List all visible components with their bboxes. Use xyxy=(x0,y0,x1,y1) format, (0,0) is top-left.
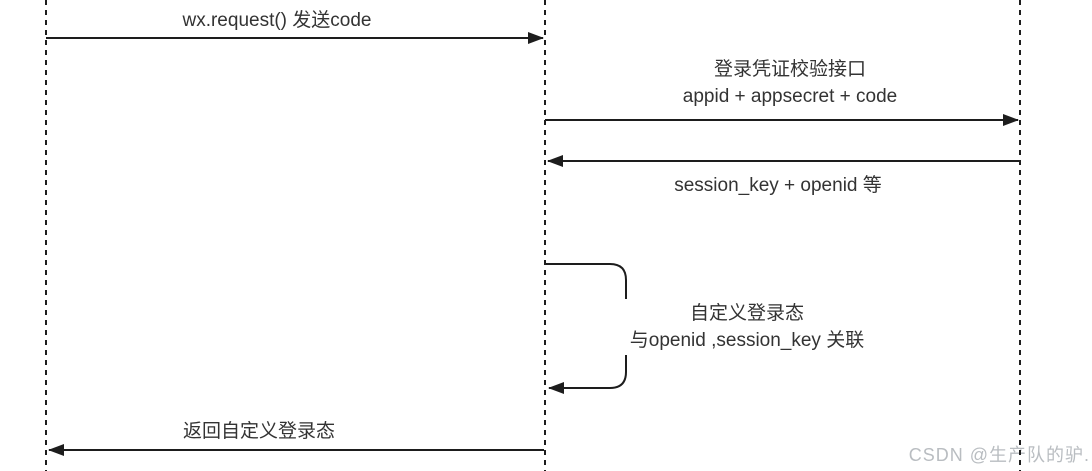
message-text: wx.request() 发送code xyxy=(182,10,372,31)
lifeline-left xyxy=(45,0,47,471)
message-text-line1: 自定义登录态 xyxy=(689,303,804,324)
message-text-line2: 与openid ,session_key 关联 xyxy=(629,330,865,351)
message-label-return-login-state: 返回自定义登录态 xyxy=(109,418,409,445)
lifeline-middle xyxy=(544,0,546,471)
message-label-send-code: wx.request() 发送code xyxy=(127,7,427,34)
message-text-line1: 登录凭证校验接口 xyxy=(713,59,866,80)
message-label-credential-check: 登录凭证校验接口 appid + appsecret + code xyxy=(640,56,940,110)
message-text: 返回自定义登录态 xyxy=(182,421,335,442)
message-label-custom-login-state: 自定义登录态 与openid ,session_key 关联 xyxy=(572,299,922,355)
message-text: session_key + openid 等 xyxy=(674,175,882,196)
message-text-line2: appid + appsecret + code xyxy=(682,86,898,107)
lifeline-right xyxy=(1019,0,1021,471)
csdn-watermark: CSDN @生产队的驴. xyxy=(908,445,1090,465)
message-label-session-key-return: session_key + openid 等 xyxy=(628,172,928,199)
